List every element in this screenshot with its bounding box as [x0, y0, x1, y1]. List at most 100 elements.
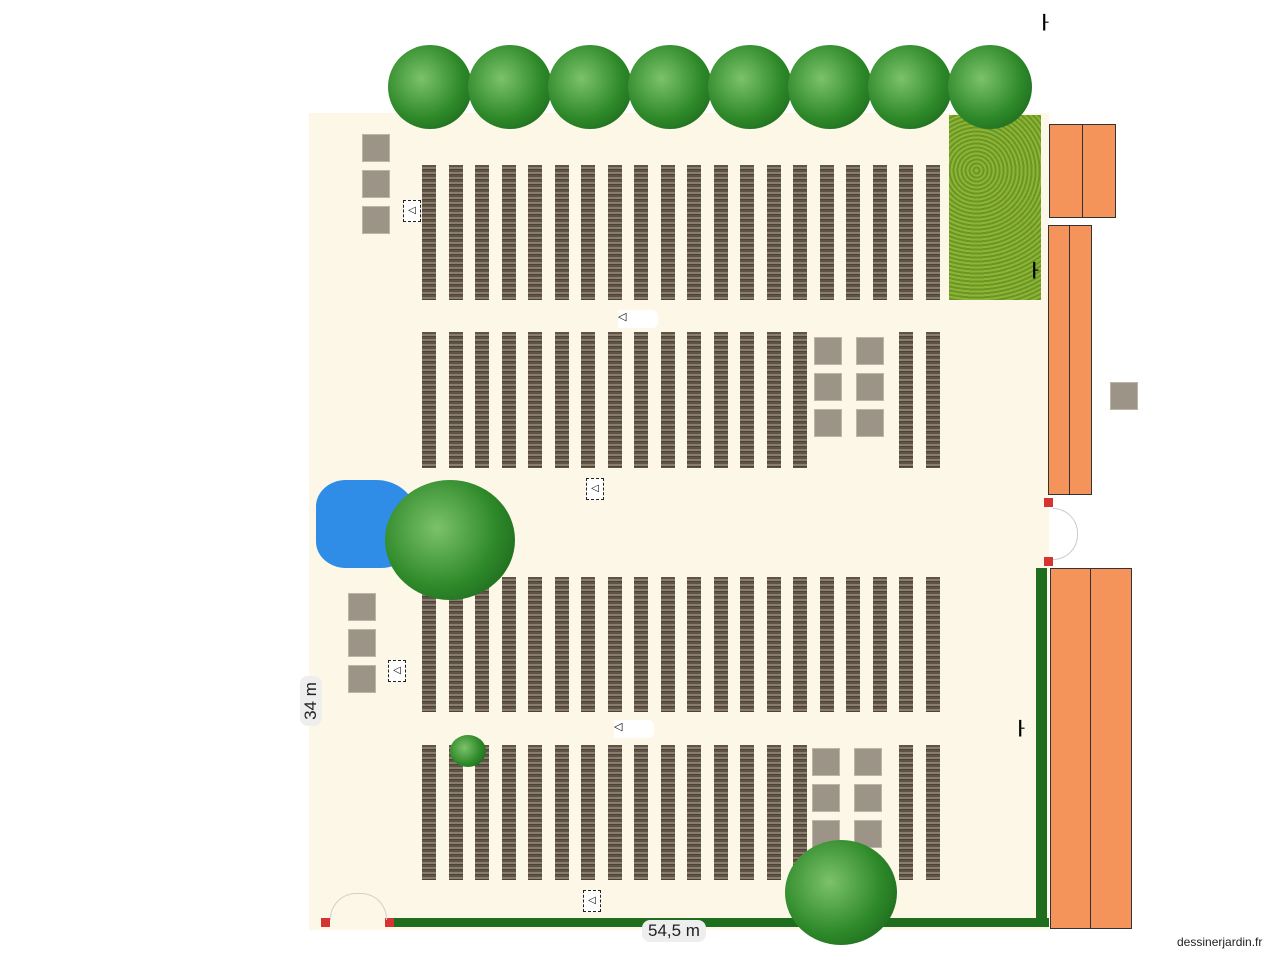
garden-bed-row	[422, 165, 436, 300]
garden-bed-row	[872, 577, 887, 712]
paver-icon	[348, 629, 376, 657]
garden-bed-row	[740, 745, 754, 880]
garden-bed-row	[528, 165, 542, 300]
tree-icon	[385, 480, 515, 600]
tree-icon	[785, 840, 897, 945]
paver-icon	[362, 170, 390, 198]
paver-icon	[814, 337, 842, 365]
tree-icon	[548, 45, 632, 129]
tree-icon	[468, 45, 552, 129]
garden-bed-row	[422, 745, 436, 880]
gate-post	[1044, 498, 1053, 507]
gate-post	[321, 918, 330, 927]
garden-bed-row	[607, 165, 622, 300]
garden-bed-row	[687, 332, 701, 468]
roof-ridge	[1082, 124, 1083, 218]
garden-bed-row	[554, 577, 569, 712]
garden-bed-row	[475, 165, 489, 300]
bench-icon: ◁	[583, 890, 601, 912]
height-dimension-label: 34 m	[299, 676, 322, 726]
roof-ridge	[1069, 225, 1070, 495]
garden-bed-row	[713, 577, 728, 712]
garden-bed-row	[634, 577, 648, 712]
hedge-right	[1036, 568, 1047, 927]
garden-bed-row	[475, 332, 489, 468]
paver-icon	[362, 206, 390, 234]
wheelbarrow-icon: ◁	[614, 720, 654, 738]
tree-icon	[948, 45, 1032, 129]
garden-bed-row	[846, 165, 860, 300]
garden-bed-row	[475, 577, 489, 712]
garden-bed-row	[422, 332, 436, 468]
garden-bed-row	[581, 577, 595, 712]
garden-bed-row	[687, 165, 701, 300]
paver-icon	[814, 373, 842, 401]
watermark: dessinerjardin.fr	[1177, 935, 1263, 949]
shed-roof	[1050, 568, 1132, 929]
paver-icon	[348, 665, 376, 693]
lawn	[949, 115, 1041, 300]
bench-icon: ◁	[388, 660, 406, 682]
gate-post	[385, 918, 394, 927]
tree-icon	[628, 45, 712, 129]
garden-bed-row	[607, 745, 622, 880]
water-tap-icon: ┠	[1030, 262, 1039, 278]
paver-icon	[362, 134, 390, 162]
garden-bed-row	[581, 745, 595, 880]
garden-bed-row	[634, 332, 648, 468]
garden-bed-row	[793, 745, 807, 880]
garden-bed-row	[793, 165, 807, 300]
garden-bed-row	[607, 332, 622, 468]
tree-icon	[708, 45, 792, 129]
garden-bed-row	[660, 577, 675, 712]
garden-bed-row	[740, 332, 754, 468]
garden-bed-row	[766, 577, 781, 712]
garden-bed-row	[740, 577, 754, 712]
paver-icon	[854, 784, 882, 812]
garden-bed-row	[687, 577, 701, 712]
garden-bed-row	[660, 165, 675, 300]
garden-bed-row	[819, 165, 834, 300]
garden-bed-row	[448, 332, 463, 468]
garden-bed-row	[607, 577, 622, 712]
garden-bed-row	[819, 577, 834, 712]
garden-bed-row	[634, 165, 648, 300]
garden-bed-row	[925, 165, 940, 300]
garden-bed-row	[899, 577, 913, 712]
garden-bed-row	[528, 745, 542, 880]
tree-icon	[450, 735, 486, 767]
paver-icon	[814, 409, 842, 437]
garden-bed-row	[899, 332, 913, 468]
garden-bed-row	[528, 577, 542, 712]
garden-bed-row	[793, 577, 807, 712]
garden-bed-row	[448, 745, 463, 880]
garden-bed-row	[448, 577, 463, 712]
garden-bed-row	[925, 577, 940, 712]
garden-bed-row	[793, 332, 807, 468]
gate-icon[interactable]	[1053, 508, 1078, 560]
garden-bed-row	[925, 332, 940, 468]
gate-post	[1044, 557, 1053, 566]
garden-bed-row	[713, 745, 728, 880]
tree-icon	[868, 45, 952, 129]
water-tap-icon: ┠	[1016, 720, 1025, 736]
garden-bed-row	[581, 165, 595, 300]
garden-bed-row	[528, 332, 542, 468]
garden-bed-row	[501, 577, 516, 712]
water-tap-icon: ┠	[1040, 14, 1049, 30]
garden-bed-row	[766, 165, 781, 300]
roof-ridge	[1090, 568, 1091, 929]
paver-icon	[856, 373, 884, 401]
garden-bed-row	[899, 745, 913, 880]
garden-bed-row	[925, 745, 940, 880]
wheelbarrow-icon: ◁	[618, 310, 658, 328]
shed-roof	[1048, 225, 1092, 495]
paver-icon	[812, 748, 840, 776]
paver-icon	[1110, 382, 1138, 410]
paver-icon	[348, 593, 376, 621]
garden-bed-row	[899, 165, 913, 300]
paver-icon	[812, 784, 840, 812]
width-dimension-label: 54,5 m	[642, 920, 706, 942]
hedge-bottom	[392, 918, 1049, 927]
garden-bed-row	[687, 745, 701, 880]
